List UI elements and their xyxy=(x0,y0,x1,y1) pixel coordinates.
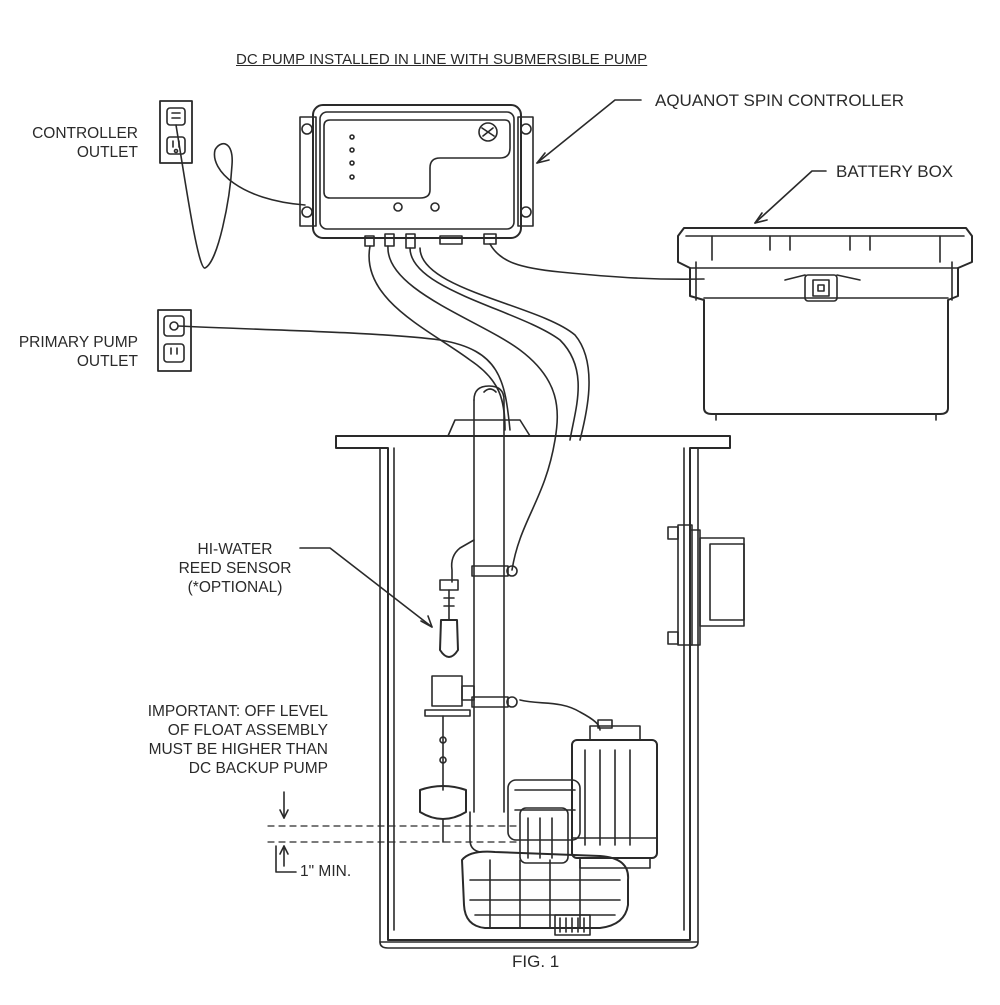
controller-leader xyxy=(536,99,642,164)
primary-pump-outlet-label: PRIMARY PUMP OUTLET xyxy=(0,333,138,371)
reed-sensor xyxy=(439,579,459,658)
important-note: IMPORTANT: OFF LEVEL OF FLOAT ASSEMBLY M… xyxy=(68,702,328,778)
primary-pump-cord xyxy=(177,325,511,431)
leader-lines xyxy=(275,99,827,873)
controller-box xyxy=(299,104,534,249)
min-bracket xyxy=(275,845,297,873)
submersible-pump xyxy=(461,699,658,936)
battery-leader xyxy=(754,170,827,224)
primary-outlet-label-line1: PRIMARY PUMP xyxy=(18,334,138,351)
controller-outlet-label-line2: OUTLET xyxy=(76,144,138,161)
reed-sensor-label: HI-WATER REED SENSOR (*OPTIONAL) xyxy=(160,540,310,597)
important-note-line1: IMPORTANT: OFF LEVEL xyxy=(147,703,328,720)
reed-label-line3: (*OPTIONAL) xyxy=(187,579,283,596)
controller-outlet-label-line1: CONTROLLER xyxy=(32,125,138,142)
reed-leader xyxy=(299,547,433,628)
diagram-title: DC PUMP INSTALLED IN LINE WITH SUBMERSIB… xyxy=(236,51,648,68)
battery-cable xyxy=(489,243,705,281)
important-note-line2: OF FLOAT ASSEMBLY xyxy=(167,722,328,739)
important-note-line4: DC BACKUP PUMP xyxy=(188,760,328,777)
controller-outlet xyxy=(159,100,193,164)
important-note-line3: MUST BE HIGHER THAN xyxy=(148,741,328,758)
float-assembly xyxy=(419,675,475,843)
battery-box xyxy=(677,227,973,421)
controller-power-cord xyxy=(175,124,306,269)
controller-label: AQUANOT SPIN CONTROLLER xyxy=(655,91,905,110)
min-gap-label: 1" MIN. xyxy=(300,863,352,880)
discharge-pipe xyxy=(447,385,531,813)
primary-outlet-label-line2: OUTLET xyxy=(76,353,138,370)
reed-label-line2: REED SENSOR xyxy=(178,560,292,577)
controller-outlet-label: CONTROLLER OUTLET xyxy=(0,124,138,162)
reed-label-line1: HI-WATER xyxy=(197,541,273,558)
primary-pump-outlet xyxy=(157,309,192,372)
battery-box-label: BATTERY BOX xyxy=(836,162,954,181)
controller-to-pump-cables xyxy=(368,245,590,571)
figure-caption: FIG. 1 xyxy=(512,952,560,971)
sump-pit xyxy=(335,435,745,949)
level-lines xyxy=(267,825,521,843)
